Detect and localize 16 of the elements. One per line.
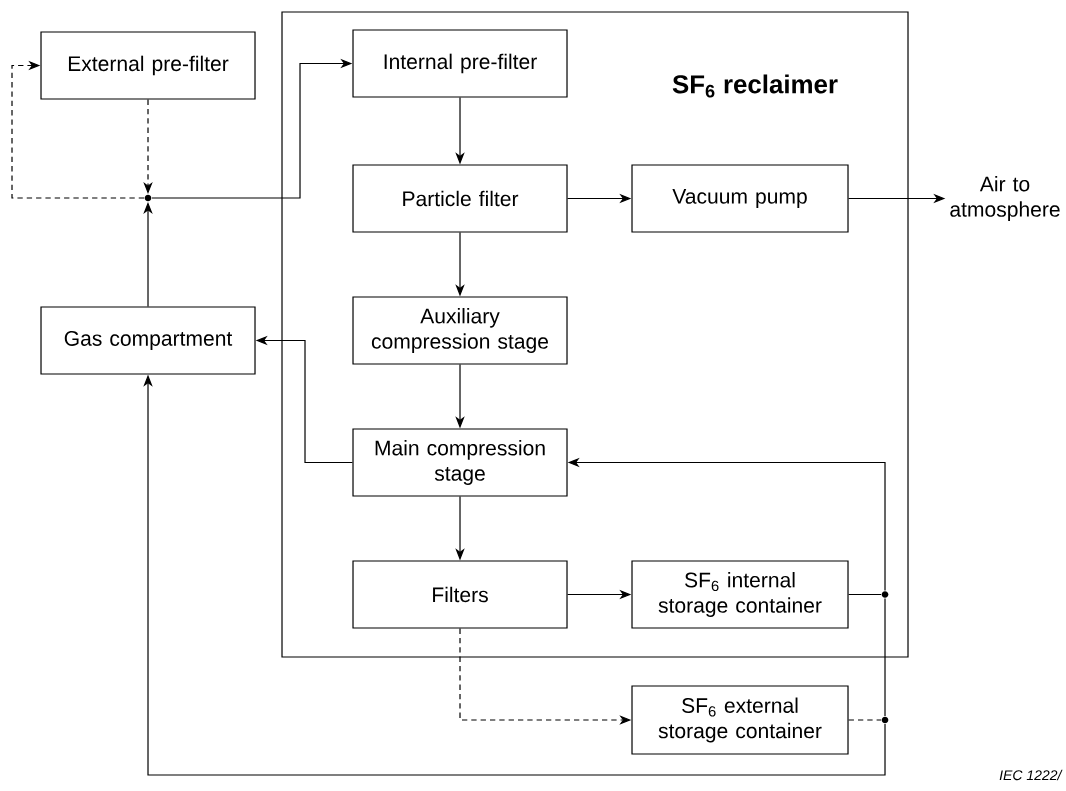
process-box: Main compression stage: [352, 428, 568, 497]
process-box: Filters: [352, 560, 568, 629]
connector-line: [884, 597, 886, 717]
process-box: Vacuum pump: [631, 164, 849, 233]
connector-line: [848, 593, 882, 596]
figure-number: IEC 1222/: [999, 769, 1063, 781]
storage-box: SF$_{6}$ external storage container: [631, 685, 849, 755]
process-box: External pre-filter: [40, 31, 256, 100]
process-box: Internal pre-filter: [352, 29, 568, 98]
storage-box: SF$_{6}$ internal storage container: [631, 560, 849, 629]
process-box: Auxiliary compression stage: [352, 296, 568, 365]
process-box: Gas compartment: [40, 306, 256, 375]
outlet-text: Air to atmosphere: [946, 173, 1064, 224]
connector-line: [848, 719, 882, 721]
arrow: [11, 60, 145, 199]
process-box: Particle filter: [352, 164, 568, 233]
